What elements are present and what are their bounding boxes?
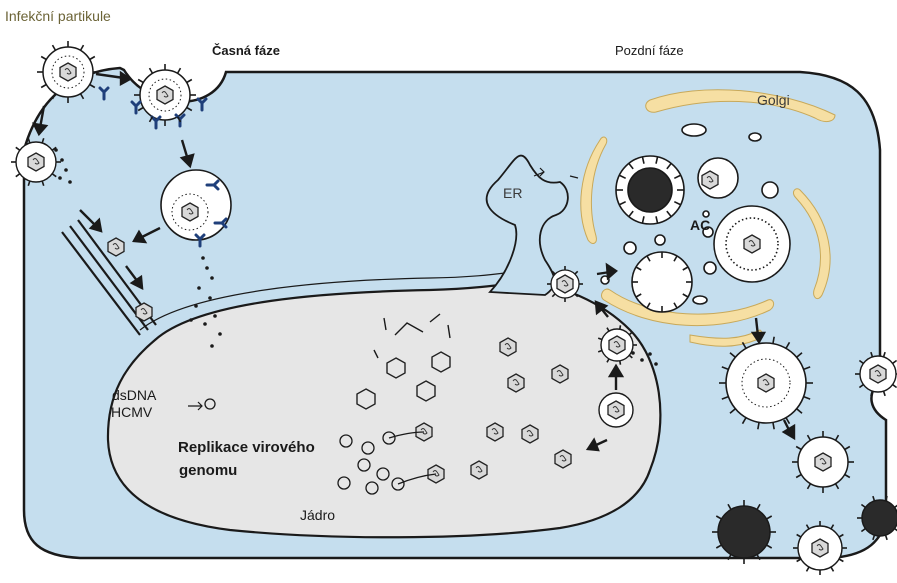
virion-fusing (16, 142, 56, 182)
glycoprotein-spike (41, 57, 46, 60)
ac-label: AC (690, 218, 710, 232)
virion-exocytic-vesicle (726, 343, 806, 423)
glycoprotein-spike (893, 385, 897, 388)
nucleus-label: Jádro (300, 508, 335, 522)
glycoprotein-spike (53, 45, 56, 50)
glycoprotein-spike (90, 57, 95, 60)
dense-body-2 (862, 500, 897, 536)
infectious-particles-label: Infekční partikule (5, 9, 111, 23)
virion-nuclear-egress (599, 393, 633, 427)
glycoprotein-spike (831, 567, 834, 571)
replication-label-line2: genomu (179, 463, 237, 478)
egressing-virion (551, 270, 579, 298)
golgi-label: Golgi (757, 93, 790, 107)
virion-extracellular-2 (798, 526, 842, 570)
endosome (161, 170, 231, 240)
dense-body-1 (718, 506, 770, 558)
glycoprotein-spike (884, 391, 886, 396)
glycoprotein-spike (839, 559, 843, 562)
virion-released (798, 437, 848, 487)
virion-extracellular-1 (860, 356, 896, 392)
glycoprotein-spike (81, 45, 84, 50)
glycoprotein-spike (893, 360, 897, 363)
virion-infecting-1 (43, 47, 93, 97)
glycoprotein-spike (16, 174, 20, 177)
glycoprotein-spike (138, 80, 143, 83)
virion-budding-envelope (601, 329, 633, 361)
glycoprotein-spike (16, 147, 20, 150)
er-label: ER (503, 186, 522, 200)
glycoprotein-spike (178, 68, 181, 73)
replication-label-line1: Replikace virového (178, 440, 315, 455)
glycoprotein-spike (620, 361, 621, 365)
hcmv-label: HCMV (111, 405, 152, 419)
glycoprotein-spike (187, 80, 192, 83)
glycoprotein-spike (884, 352, 886, 357)
glycoprotein-spike (620, 325, 621, 329)
early-phase-label: Časná fáze (212, 44, 280, 57)
dsdna-label: dsDNA (112, 388, 156, 402)
glycoprotein-spike (150, 68, 153, 73)
glycoprotein-spike (886, 535, 888, 540)
glycoprotein-spike (797, 559, 801, 562)
late-phase-label: Pozdní fáze (615, 44, 684, 57)
glycoprotein-spike (807, 567, 810, 571)
glycoprotein-spike (41, 85, 46, 88)
virion-attached (140, 70, 190, 120)
